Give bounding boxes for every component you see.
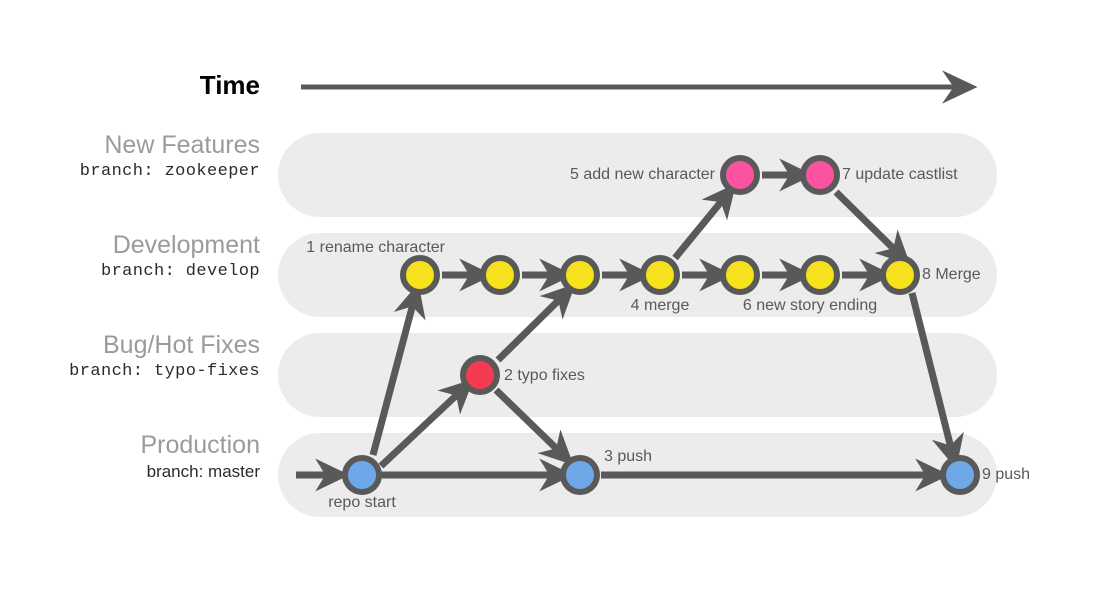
arrow-repostart-to-c1 xyxy=(369,283,426,456)
node-commit-6 xyxy=(720,255,760,295)
caption-commit-9: 9 push xyxy=(982,466,1031,483)
row-title-new-features: New Features xyxy=(104,131,260,159)
node-commit-4 xyxy=(640,255,680,295)
node-commit-5 xyxy=(720,155,760,195)
node-repo-start xyxy=(342,455,382,495)
row-title-production: Production xyxy=(140,431,260,459)
caption-commit-1: 1 rename character xyxy=(306,239,445,256)
node-commit-6b xyxy=(800,255,840,295)
node-commit-1 xyxy=(400,255,440,295)
row-branch-production: branch: master xyxy=(146,462,260,481)
node-commit-7 xyxy=(800,155,840,195)
node-commit-3 xyxy=(560,455,600,495)
node-commit-1b xyxy=(480,255,520,295)
arrow-c2-to-c3 xyxy=(493,387,574,466)
row-branch-new-features: branch: zookeeper xyxy=(79,162,260,181)
caption-commit-8: 8 Merge xyxy=(922,266,981,283)
node-commit-8 xyxy=(880,255,920,295)
caption-commit-7: 7 update castlist xyxy=(842,166,958,183)
node-commit-2 xyxy=(460,355,500,395)
caption-commit-5: 5 add new character xyxy=(570,166,715,183)
commit-nodes xyxy=(342,155,980,495)
commit-connectors xyxy=(296,158,964,492)
row-label-development: Development branch: develop xyxy=(10,231,260,284)
node-commit-9 xyxy=(940,455,980,495)
caption-commit-4: 4 merge xyxy=(630,297,690,314)
arrow-c7-to-c8merge xyxy=(833,189,911,266)
caption-repo-start: repo start xyxy=(328,494,396,511)
arrow-c8-to-c9 xyxy=(908,292,964,469)
caption-commit-2: 2 typo fixes xyxy=(504,367,585,384)
row-branch-development: branch: develop xyxy=(100,262,260,281)
row-title-bug-hot-fixes: Bug/Hot Fixes xyxy=(102,331,260,359)
arrow-c4-to-c5 xyxy=(672,183,737,261)
row-title-development: Development xyxy=(112,231,260,259)
arrow-repostart-to-c2 xyxy=(378,379,474,469)
band-new-features xyxy=(278,133,997,217)
node-commit-4a xyxy=(560,255,600,295)
caption-commit-3: 3 push xyxy=(604,448,653,465)
row-label-bug-hot-fixes: Bug/Hot Fixes branch: typo-fixes xyxy=(10,331,260,384)
row-label-new-features: New Features branch: zookeeper xyxy=(10,131,260,184)
arrow-c2-to-c4merge xyxy=(495,283,576,363)
caption-commit-6: 6 new story ending xyxy=(742,297,878,314)
time-axis-label: Time xyxy=(199,70,260,100)
row-label-production: Production branch: master xyxy=(10,431,260,484)
row-branch-bug-hot-fixes: branch: typo-fixes xyxy=(69,362,260,381)
